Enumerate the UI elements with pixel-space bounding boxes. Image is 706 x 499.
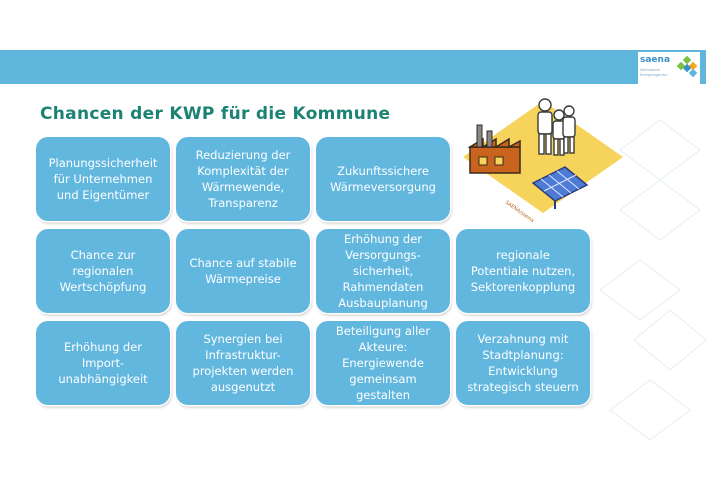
card-zukunftssichere-waermeversorgung: Zukunftssichere Wärmeversorgung xyxy=(316,137,450,221)
solar-panel-icon xyxy=(531,166,589,209)
logo-tagline-2: Energieagentur xyxy=(640,73,668,77)
card-reduzierung-komplexitaet: Reduzierung der Komplexität der Wärmewen… xyxy=(176,137,310,221)
card-synergien-infrastruktur: Synergien bei Infrastruktur- projekten w… xyxy=(176,321,310,405)
card-regionale-wertschoepfung: Chance zur regionalen Wertschöpfung xyxy=(36,229,170,313)
saena-mark-icon xyxy=(676,56,698,78)
card-beteiligung-akteure: Beteiligung aller Akteure: Energiewende … xyxy=(316,321,450,405)
card-planungssicherheit: Planungssicherheit für Unternehmen und E… xyxy=(36,137,170,221)
card-verzahnung-stadtplanung: Verzahnung mit Stadtplanung: Entwicklung… xyxy=(456,321,590,405)
card-importunabhaengigkeit: Erhöhung der Import- unabhängigkeit xyxy=(36,321,170,405)
logo-name: saena xyxy=(640,55,671,65)
card-versorgungssicherheit: Erhöhung der Versorgungs- sicherheit, Ra… xyxy=(316,229,450,313)
energy-illustration: SAENA/saena xyxy=(463,98,623,224)
people-icon xyxy=(537,98,576,156)
saena-logo: saena Sächsische Energieagentur xyxy=(638,52,700,84)
card-stabile-waermepreise: Chance auf stabile Wärmepreise xyxy=(176,229,310,313)
header-banner xyxy=(0,50,706,84)
background-decoration xyxy=(600,119,706,441)
factory-icon xyxy=(467,124,521,174)
slide-title: Chancen der KWP für die Kommune xyxy=(40,104,391,124)
card-regionale-potentiale: regionale Potentiale nutzen, Sektorenkop… xyxy=(456,229,590,313)
logo-tagline-1: Sächsische xyxy=(640,68,660,72)
